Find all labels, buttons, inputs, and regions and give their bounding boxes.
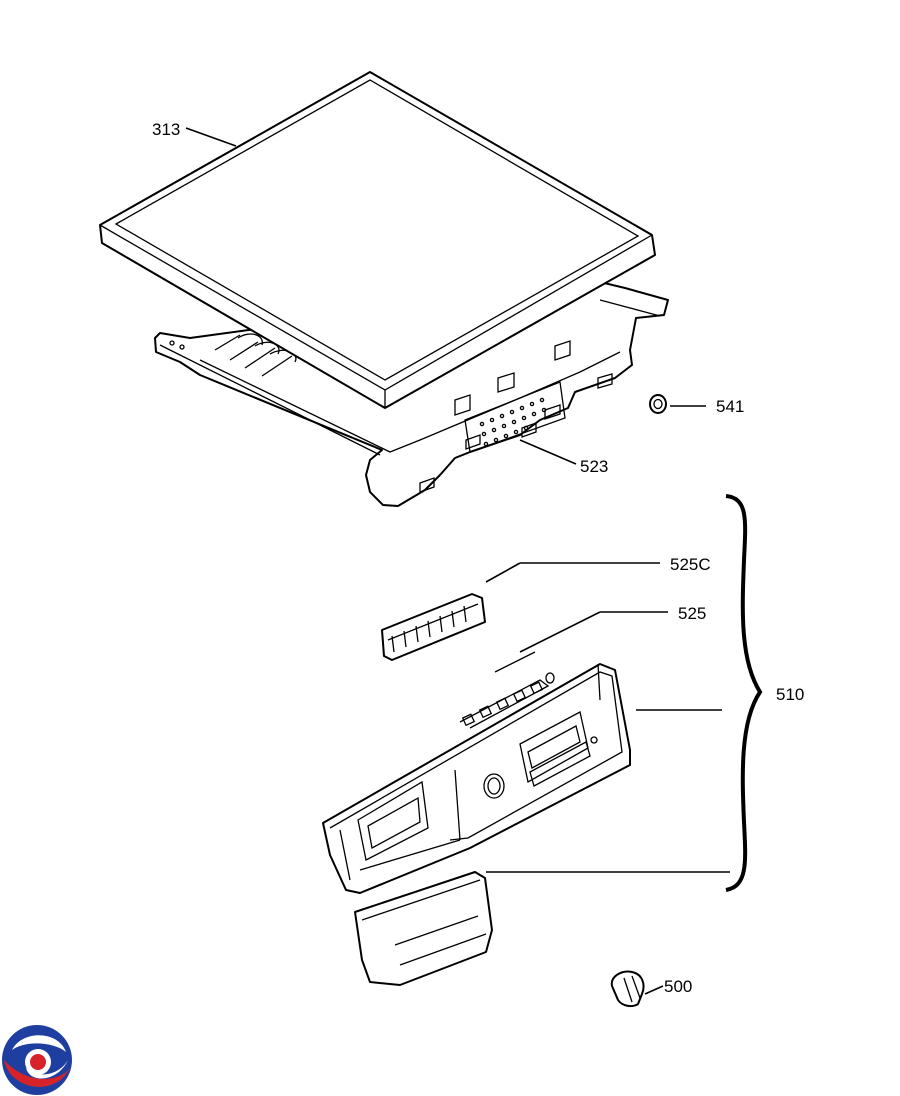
brace-510 xyxy=(725,494,763,892)
leader-523 xyxy=(519,439,577,465)
label-525c: 525C xyxy=(670,555,711,574)
leader-313 xyxy=(185,127,237,147)
label-523: 523 xyxy=(580,457,608,476)
logo-white-swoosh xyxy=(12,1035,66,1052)
label-313: 313 xyxy=(152,120,180,139)
logo-inner-red xyxy=(30,1054,46,1070)
leader-500 xyxy=(644,985,664,995)
label-510: 510 xyxy=(776,685,804,704)
brand-logo xyxy=(2,1025,72,1095)
top-panel-313 xyxy=(99,71,656,409)
detergent-drawer-handle xyxy=(354,871,493,986)
logo-red-swoosh xyxy=(4,1060,70,1087)
leader-525c-diag xyxy=(485,562,521,583)
button-holder-525c xyxy=(381,593,486,661)
label-541: 541 xyxy=(716,397,744,416)
knob-500 xyxy=(610,970,645,1008)
leader-525-diag xyxy=(519,611,601,653)
clip-541 xyxy=(649,394,667,414)
label-500: 500 xyxy=(664,977,692,996)
logo-white-lower xyxy=(26,1060,68,1079)
label-525: 525 xyxy=(678,604,706,623)
control-panel-assembly xyxy=(322,651,631,894)
